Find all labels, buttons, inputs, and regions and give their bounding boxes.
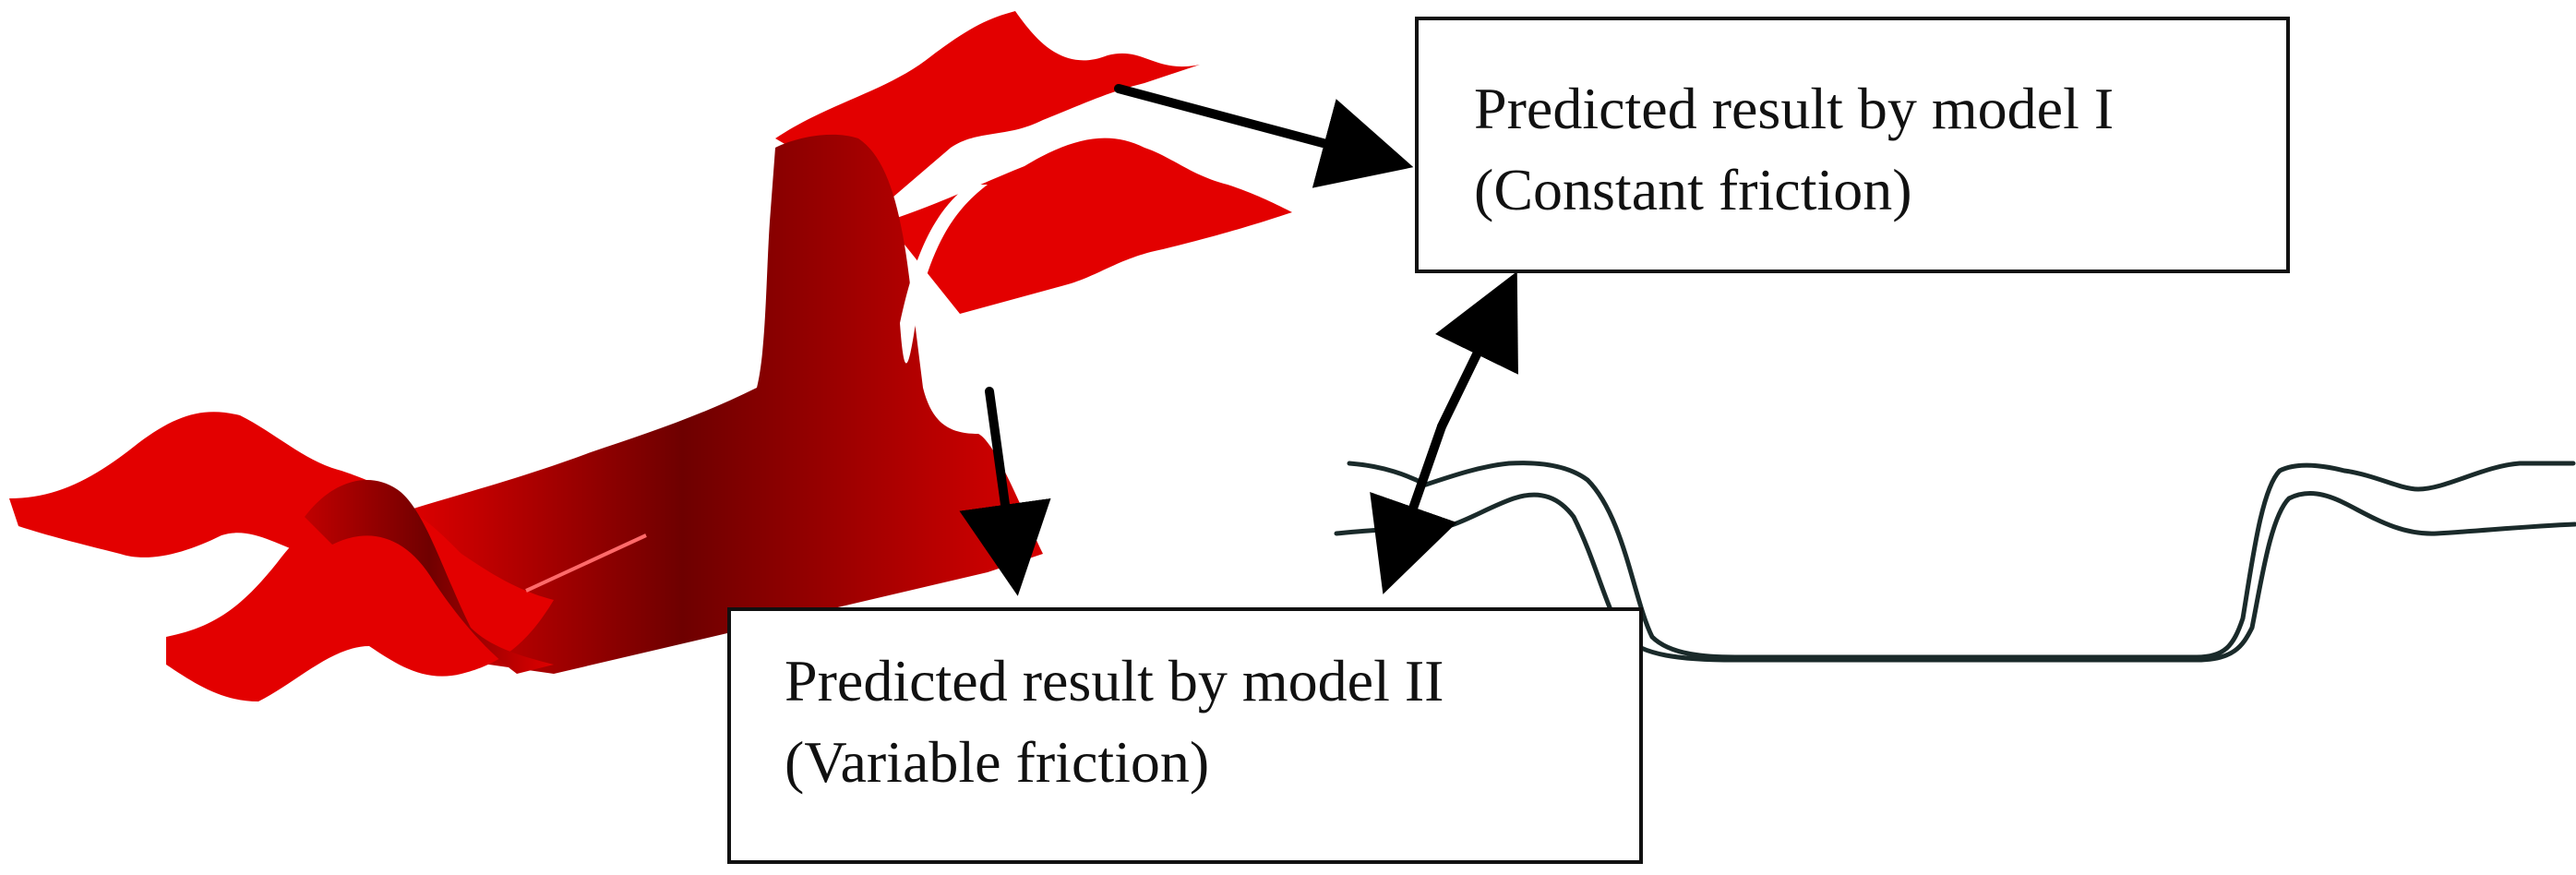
arrow-to-model-1 — [1114, 84, 1414, 188]
model-2-title: Predicted result by model II — [785, 648, 1444, 713]
model-1-title: Predicted result by model I — [1474, 76, 2115, 141]
profile-upper-line — [1347, 461, 2576, 660]
flange-slit — [900, 185, 988, 364]
arrows — [959, 84, 1518, 596]
upper-flange-back — [775, 11, 1200, 203]
section-profile — [1334, 461, 2576, 663]
left-bump — [305, 480, 554, 674]
model-2-subtitle: (Variable friction) — [785, 729, 1210, 795]
model-1-subtitle: (Constant friction) — [1474, 157, 1912, 222]
arrow-between-boxes-down — [1370, 422, 1457, 594]
formed-sheet-3d — [9, 11, 1292, 701]
model-1-label-box: Predicted result by model I (Constant fr… — [1415, 17, 2290, 273]
arrow-to-model-2 — [959, 387, 1051, 596]
profile-lower-line — [1334, 491, 2576, 663]
model-2-label-box: Predicted result by model II (Variable f… — [727, 607, 1643, 864]
left-flange-back — [9, 412, 406, 557]
arrow-between-boxes-up — [1435, 271, 1518, 431]
left-flange-front — [166, 498, 554, 701]
sheet-crease — [525, 533, 647, 593]
channel-body — [388, 134, 1043, 675]
upper-flange-front — [886, 138, 1292, 314]
